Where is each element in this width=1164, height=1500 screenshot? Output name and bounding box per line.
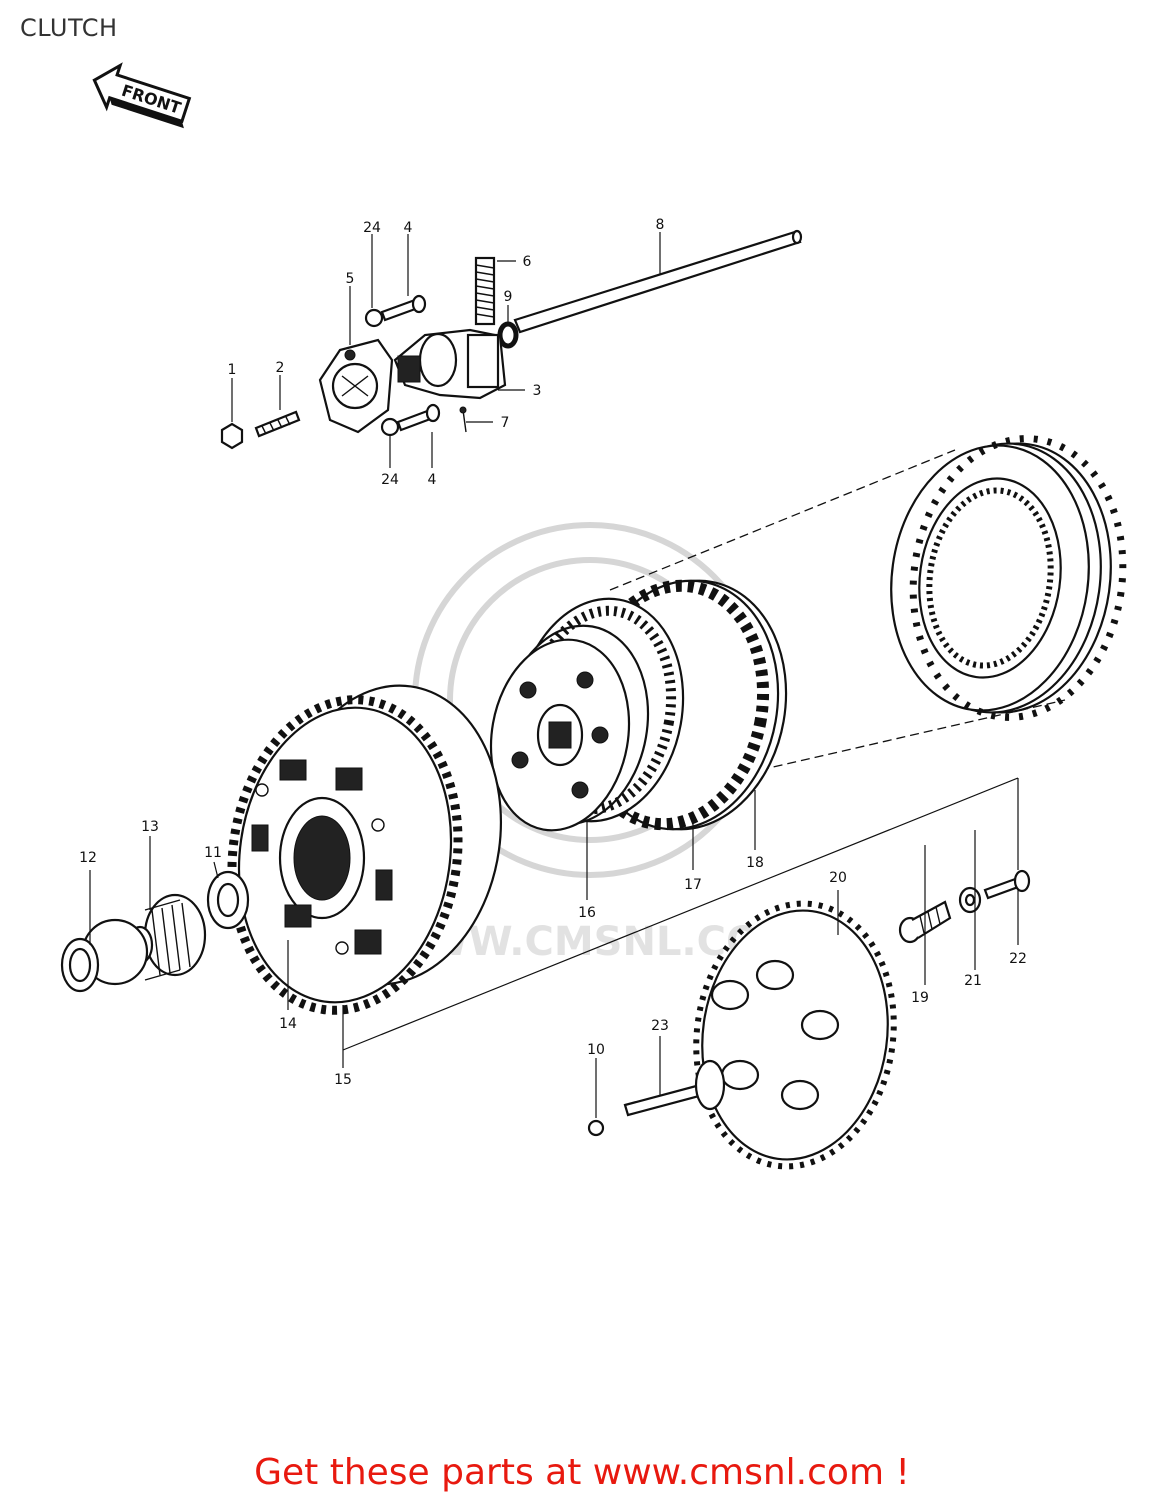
release-cover <box>318 338 394 434</box>
front-direction-arrow-icon: FRONT <box>92 62 192 129</box>
steel-ball <box>587 1119 605 1137</box>
thrust-washer <box>206 870 250 930</box>
callout-18: 18 <box>746 855 764 871</box>
callout-15: 15 <box>334 1072 352 1088</box>
clutch-push-rod <box>513 229 803 334</box>
callout-22: 22 <box>1009 951 1027 967</box>
spring-washer <box>958 886 982 914</box>
callout-11: 11 <box>204 845 222 861</box>
clutch-spring <box>898 900 952 944</box>
callout-13: 13 <box>141 819 159 835</box>
callout-24-upper: 24 <box>363 220 381 236</box>
washer-lower <box>380 417 400 437</box>
callout-6: 6 <box>523 254 532 270</box>
pressure-plate <box>693 900 897 1170</box>
o-ring <box>497 321 519 349</box>
callout-2: 2 <box>276 360 285 376</box>
callout-23: 23 <box>651 1018 669 1034</box>
callout-24-lower: 24 <box>381 472 399 488</box>
leader-lines <box>89 232 1019 1118</box>
callout-4-lower: 4 <box>428 472 437 488</box>
callout-17: 17 <box>684 877 702 893</box>
callout-4-upper: 4 <box>404 220 413 236</box>
bolt-lower <box>396 403 441 432</box>
callout-10: 10 <box>587 1042 605 1058</box>
callout-3: 3 <box>533 383 542 399</box>
assembly-guide-upper <box>609 449 956 591</box>
locknut <box>220 422 244 450</box>
callout-5: 5 <box>346 271 355 287</box>
pressure-plate-push-rod <box>623 1059 726 1117</box>
clutch-release-lever <box>393 328 507 400</box>
footer-promo-link[interactable]: Get these parts at www.cmsnl.com ! <box>254 1452 910 1493</box>
callout-8: 8 <box>656 217 665 233</box>
callout-1: 1 <box>228 362 237 378</box>
callout-16: 16 <box>578 905 596 921</box>
callout-21: 21 <box>964 973 982 989</box>
page-title: CLUTCH <box>20 14 118 42</box>
cotter-pin <box>459 406 467 433</box>
clutch-hub <box>489 597 685 832</box>
clutch-housing <box>227 684 503 1015</box>
callout-19: 19 <box>911 990 929 1006</box>
callout-12: 12 <box>79 850 97 866</box>
clutch-plates <box>890 435 1127 721</box>
washer-upper <box>364 308 384 328</box>
callout-7: 7 <box>501 415 510 431</box>
adjusting-screw <box>254 410 301 438</box>
exploded-parts-diagram: CMS WWW.CMSNL.COM FRONT <box>60 62 1127 1170</box>
spring-bolt <box>983 869 1031 900</box>
callout-14: 14 <box>279 1016 297 1032</box>
callout-20: 20 <box>829 870 847 886</box>
sleeve <box>60 918 149 993</box>
callout-numbers: 1 2 3 4 4 5 6 7 8 9 10 11 12 13 14 15 16… <box>79 217 1027 1088</box>
release-spring <box>474 256 496 326</box>
bolt-upper <box>380 294 427 322</box>
callout-9: 9 <box>504 289 513 305</box>
